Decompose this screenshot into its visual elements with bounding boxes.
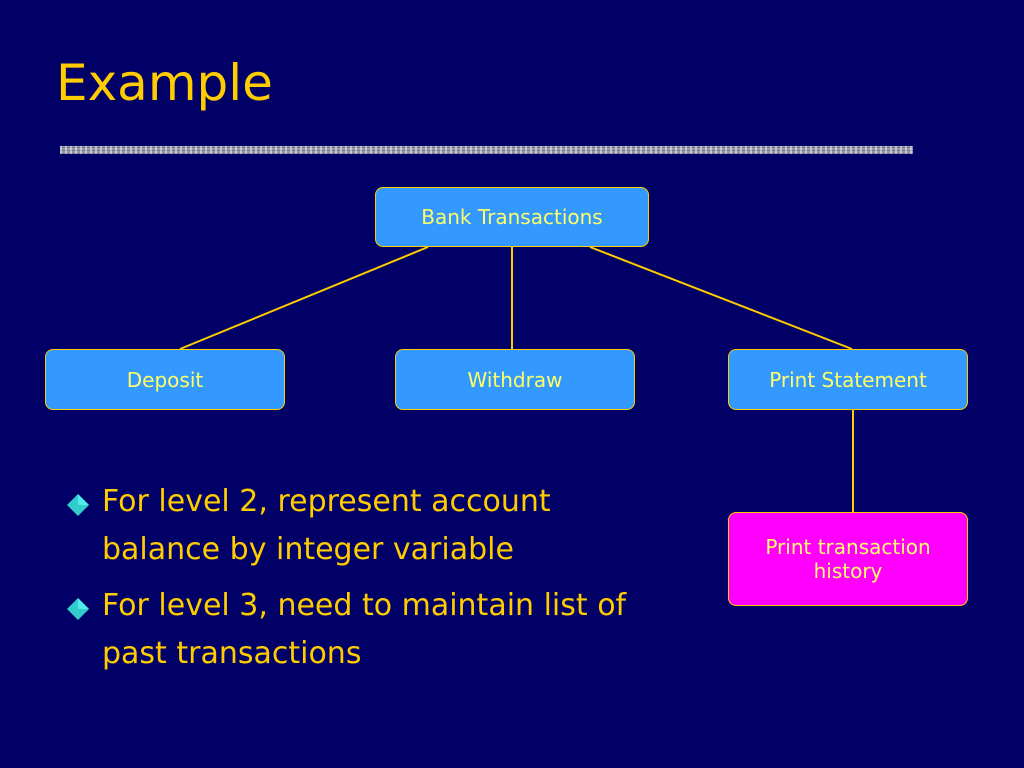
node-label: Print Statement <box>769 367 927 392</box>
node-label: Withdraw <box>467 367 563 392</box>
bullet-text: For level 3, need to maintain list of pa… <box>102 588 627 671</box>
bullet-list: For level 2, represent account balance b… <box>66 478 646 686</box>
node-label: Bank Transactions <box>421 205 603 229</box>
node-print-statement: Print Statement <box>728 349 968 410</box>
title-divider <box>60 146 913 154</box>
node-print-transaction-history: Print transaction history <box>728 512 968 606</box>
bullet-item: For level 2, represent account balance b… <box>66 478 646 574</box>
bullet-item: For level 3, need to maintain list of pa… <box>66 582 646 678</box>
node-bank-transactions: Bank Transactions <box>375 187 649 247</box>
node-label: Deposit <box>126 367 204 392</box>
bullet-text: For level 2, represent account balance b… <box>102 484 551 567</box>
connector-root-deposit <box>179 246 429 350</box>
slide-title: Example <box>56 54 273 112</box>
node-withdraw: Withdraw <box>395 349 635 410</box>
connector-root-print-statement <box>589 246 853 350</box>
diamond-bullet-icon <box>67 598 89 620</box>
diamond-bullet-icon <box>67 494 89 516</box>
node-deposit: Deposit <box>45 349 285 410</box>
node-label: Print transaction history <box>765 535 931 583</box>
